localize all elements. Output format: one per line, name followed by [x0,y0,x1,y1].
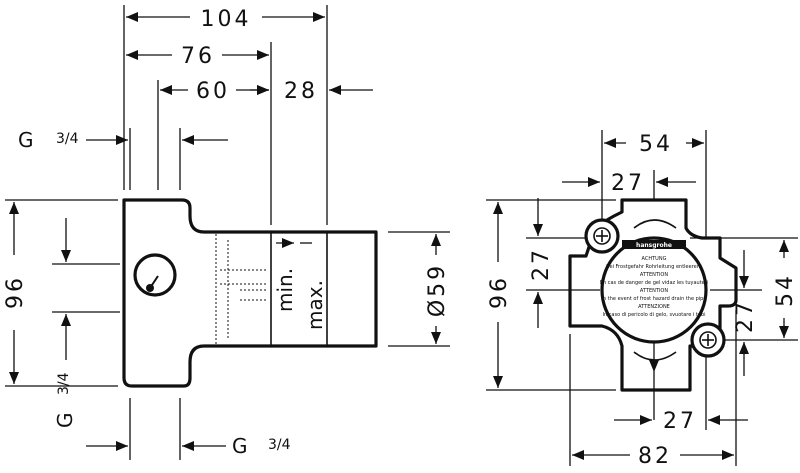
label-line: ACHTUNG [642,256,667,262]
side-view: 104 76 60 28 G 3/4 [3,5,450,460]
label-line: In the event of frost hazard drain the p… [602,296,707,302]
thread-label: G [18,128,34,152]
screw-icon [699,331,717,349]
dimension-27-bottom: 27 [614,409,748,434]
front-view: 54 27 hansgrohe ACHTUNG Bei Frostgefahr … [486,130,798,469]
dimension-54-top: 54 [604,132,704,157]
max-label: max. [303,280,327,330]
label-line: ATTENZIONE [638,304,670,310]
dimension-96-front: 96 [487,202,512,388]
thread-callout-bottom: G 3/4 [86,434,291,458]
brand-logo: hansgrohe [636,242,672,249]
dimension-82: 82 [572,444,734,469]
label-line: ATTENTION [640,272,668,278]
dimension-text-96: 96 [487,275,512,309]
min-label: min. [273,268,297,312]
dimension-28: 28 [250,79,373,104]
thread-label: G [53,413,77,429]
hidden-arc [633,219,677,229]
thread-callout-top: G 3/4 [18,128,228,152]
dimension-60: 60 [160,79,269,104]
dimension-text-54: 54 [639,132,673,157]
dimension-text-60: 60 [196,79,230,104]
label-line: Bei Frostgefahr Rohrleitung entleeren! [606,264,702,270]
knob-icon [133,253,177,297]
flow-arrow-icon [649,360,659,372]
dimension-text-27: 27 [733,299,758,333]
dimension-54-right: 54 [773,240,798,338]
dimension-27-left: 27 [529,198,554,328]
dimension-76: 76 [126,44,269,69]
label-line: In caso di pericolo di gelo, svuotare i … [602,312,705,318]
thread-size: 3/4 [56,372,72,395]
dimension-27-top: 27 [562,171,696,196]
knob-stem [149,275,159,289]
dimension-96: 96 [3,202,28,384]
dimension-text-96: 96 [3,275,28,309]
dimension-text-27: 27 [611,171,645,196]
dimension-text-76: 76 [181,44,215,69]
dimension-text-28: 28 [284,79,318,104]
dimension-text-59: Ø59 [425,263,450,317]
dimension-text-82: 82 [638,444,672,469]
valve-body-side [122,198,378,388]
dimension-text-27: 27 [663,409,697,434]
screw-icon [593,227,611,245]
dimension-27-right: 27 [733,250,758,376]
dimension-104: 104 [126,7,325,32]
thread-size: 3/4 [268,437,291,453]
dimension-text-54: 54 [773,273,798,307]
dimension-text-104: 104 [201,7,252,32]
label-line: ATTENTION [640,288,668,294]
thread-callout-left: 3/4 G [53,218,77,428]
label-line: En cas de danger de gel vidaz les tuyaut… [600,280,708,286]
thread-label: G [232,434,248,458]
thread-size: 3/4 [56,131,79,147]
brand-bar [622,240,686,249]
dimension-59: Ø59 [425,234,450,344]
dimension-text-27: 27 [529,247,554,281]
